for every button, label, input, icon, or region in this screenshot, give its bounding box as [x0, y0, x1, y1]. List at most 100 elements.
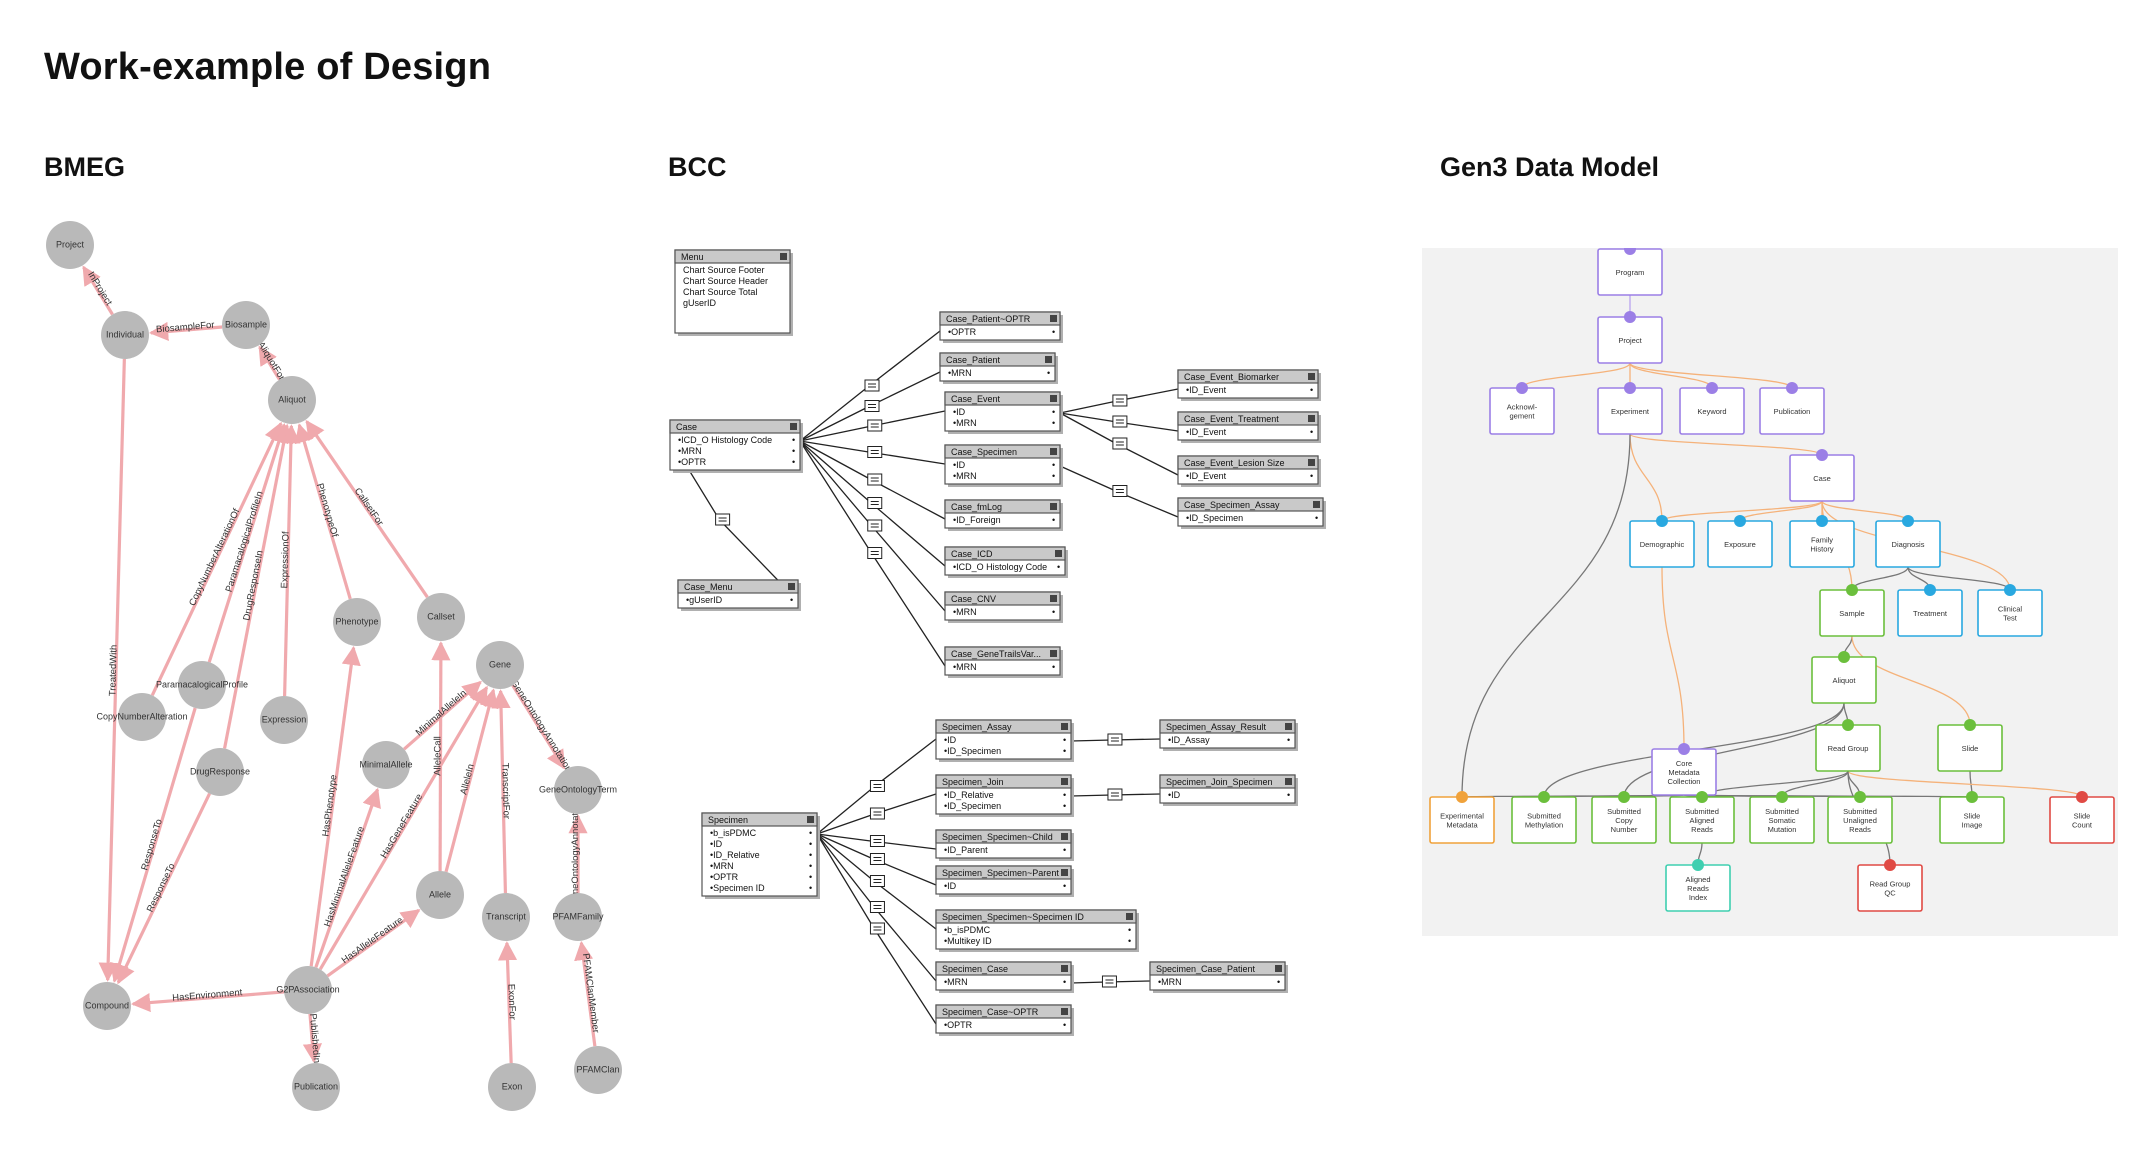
bcc-relationship-icon[interactable]: [867, 419, 883, 432]
bcc-table-specimen_case_patient[interactable]: Specimen_Case_Patient•MRN•: [1149, 961, 1288, 993]
bcc-relationship-icon[interactable]: [1107, 788, 1123, 801]
bmeg-node-g2p[interactable]: G2PAssociation: [276, 966, 340, 1014]
bcc-relationship-icon[interactable]: [869, 853, 885, 865]
bcc-relationship-icon[interactable]: [864, 400, 880, 412]
bmeg-edge: [222, 423, 294, 749]
gen3-node-keyword[interactable]: Keyword: [1679, 382, 1745, 435]
bcc-relationship-icon[interactable]: [1112, 437, 1128, 450]
bcc-table-specimen_assay_result[interactable]: Specimen_Assay_Result•ID_Assay•: [1159, 719, 1298, 751]
bmeg-node-phenotype[interactable]: Phenotype: [333, 598, 381, 646]
bcc-relationship-icon[interactable]: [869, 875, 885, 887]
bcc-table-case_patient[interactable]: Case_Patient•MRN•: [939, 352, 1058, 384]
svg-text:Case_Menu: Case_Menu: [684, 582, 733, 592]
bmeg-node-transcript[interactable]: Transcript: [482, 893, 530, 941]
gen3-node-sample[interactable]: Sample: [1819, 584, 1885, 637]
bcc-relationship-icon[interactable]: [867, 497, 883, 509]
bcc-relationship-icon[interactable]: [869, 780, 885, 792]
bmeg-node-pfamfamily[interactable]: PFAMFamily: [552, 893, 604, 941]
bmeg-node-compound[interactable]: Compound: [83, 982, 131, 1030]
bcc-table-case_specimen[interactable]: Case_Specimen•ID••MRN•: [944, 444, 1063, 487]
gen3-node-aliquot[interactable]: Aliquot: [1811, 651, 1877, 704]
bcc-relationship-icon[interactable]: [1107, 733, 1123, 746]
gen3-node-experiment[interactable]: Experiment: [1597, 382, 1663, 435]
bcc-table-specimen[interactable]: Specimen•b_isPDMC••ID••ID_Relative••MRN•…: [701, 812, 820, 899]
bcc-table-specimen_join[interactable]: Specimen_Join•ID_Relative••ID_Specimen•: [935, 774, 1074, 817]
bcc-table-case_cnv[interactable]: Case_CNV•MRN•: [944, 591, 1063, 623]
bmeg-node-biosample[interactable]: Biosample: [222, 301, 270, 349]
bmeg-node-expression[interactable]: Expression: [260, 696, 308, 744]
gen3-node-slide[interactable]: Slide: [1937, 719, 2003, 772]
bcc-relationship-icon[interactable]: [715, 513, 731, 526]
bmeg-node-geneontology[interactable]: GeneOntologyTerm: [539, 766, 617, 814]
bmeg-node-individual[interactable]: Individual: [101, 311, 149, 359]
gen3-node-case[interactable]: Case: [1789, 449, 1855, 502]
bmeg-node-copynumber[interactable]: CopyNumberAlteration: [96, 693, 188, 741]
bmeg-node-pfamclan[interactable]: PFAMClan: [574, 1046, 622, 1094]
bcc-relationship-icon[interactable]: [869, 922, 885, 935]
bmeg-node-paramacological[interactable]: ParamacalogicalProfile: [156, 661, 248, 709]
bcc-table-specimen_case_optr[interactable]: Specimen_Case~OPTR•OPTR•: [935, 1004, 1074, 1036]
bcc-relationship-icon[interactable]: [867, 446, 883, 458]
bcc-relationship-icon[interactable]: [867, 473, 883, 486]
bcc-table-case_event_biomarker[interactable]: Case_Event_Biomarker•ID_Event•: [1177, 369, 1321, 401]
bcc-table-case_menu[interactable]: Case_Menu•gUserID•: [677, 579, 801, 611]
gen3-node-diagnosis[interactable]: Diagnosis: [1875, 515, 1941, 568]
bcc-relationship-icon[interactable]: [869, 807, 885, 820]
gen3-node-exposure[interactable]: Exposure: [1707, 515, 1773, 568]
bmeg-node-drugresponse[interactable]: DrugResponse: [190, 748, 250, 796]
bmeg-node-allele[interactable]: Allele: [416, 871, 464, 919]
bcc-table-specimen_case[interactable]: Specimen_Case•MRN•: [935, 961, 1074, 993]
bcc-relationship-icon[interactable]: [867, 547, 883, 559]
bcc-table-case_specimen_assay[interactable]: Case_Specimen_Assay•ID_Specimen•: [1177, 497, 1326, 529]
bcc-table-specimen_assay[interactable]: Specimen_Assay•ID••ID_Specimen•: [935, 719, 1074, 762]
bcc-table-specimen_parent[interactable]: Specimen_Specimen~Parent•ID•: [935, 865, 1074, 897]
bcc-table-case_event_lesion[interactable]: Case_Event_Lesion Size•ID_Event•: [1177, 455, 1321, 487]
bcc-table-case_event_treatment[interactable]: Case_Event_Treatment•ID_Event•: [1177, 411, 1321, 443]
bcc-table-specimen_join_specimen[interactable]: Specimen_Join_Specimen•ID•: [1159, 774, 1298, 806]
bcc-table-specimen_specimenid[interactable]: Specimen_Specimen~Specimen ID•b_isPDMC••…: [935, 909, 1139, 952]
bcc-table-case[interactable]: Case•ICD_O Histology Code••MRN••OPTR•: [669, 419, 803, 473]
bcc-relationship-icon[interactable]: [867, 519, 883, 532]
bcc-table-case_icd[interactable]: Case_ICD•ICD_O Histology Code•: [944, 546, 1068, 578]
bmeg-node-project[interactable]: Project: [46, 221, 94, 269]
bcc-relationship-icon[interactable]: [869, 835, 885, 847]
bmeg-node-publication[interactable]: Publication: [292, 1063, 340, 1111]
gen3-node-program[interactable]: Program: [1597, 248, 1663, 296]
bcc-table-case_fmlog[interactable]: Case_fmLog•ID_Foreign•: [944, 499, 1063, 531]
bcc-relationship-icon[interactable]: [1112, 394, 1128, 407]
bcc-relationship-icon[interactable]: [869, 901, 885, 913]
gen3-node-publication[interactable]: Publication: [1759, 382, 1825, 435]
bcc-relationship-icon[interactable]: [1112, 485, 1128, 497]
gen3-node-treatment[interactable]: Treatment: [1897, 584, 1963, 637]
bcc-relationship-icon[interactable]: [1112, 415, 1128, 428]
gen3-node-ack[interactable]: Acknowl-gement: [1489, 382, 1555, 435]
bcc-table-case_genetrails[interactable]: Case_GeneTrailsVar...•MRN•: [944, 646, 1063, 678]
bcc-relationship-icon[interactable]: [1101, 975, 1117, 988]
gen3-node-readgroup[interactable]: Read Group: [1815, 719, 1881, 772]
bmeg-node-aliquot[interactable]: Aliquot: [268, 376, 316, 424]
bcc-table-case_patient_optr[interactable]: Case_Patient~OPTR•OPTR•: [939, 311, 1063, 343]
bmeg-node-gene[interactable]: Gene: [476, 641, 524, 689]
bmeg-node-exon[interactable]: Exon: [488, 1063, 536, 1111]
bcc-table-case_event[interactable]: Case_Event•ID••MRN•: [944, 391, 1063, 434]
gen3-node-project[interactable]: Project: [1597, 311, 1663, 364]
bcc-relationship-icon[interactable]: [864, 379, 880, 392]
bcc-table-specimen_child[interactable]: Specimen_Specimen~Child•ID_Parent•: [935, 829, 1074, 861]
bmeg-node-callset[interactable]: Callset: [417, 593, 465, 641]
gen3-node-demographic[interactable]: Demographic: [1629, 515, 1695, 568]
bmeg-node-minimalallele[interactable]: MinimalAllele: [359, 741, 413, 789]
